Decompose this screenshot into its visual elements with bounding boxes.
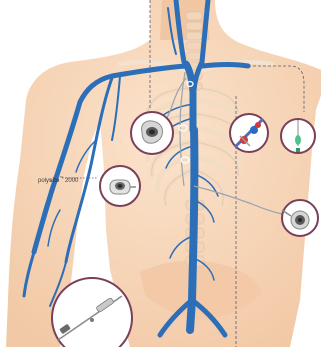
callout-model: 2000 <box>65 178 78 184</box>
detail-circle-clamp <box>230 114 268 152</box>
detail-circle-arm-port <box>100 166 140 206</box>
port-device-icon <box>142 121 163 143</box>
callout-trademark: ™ <box>59 175 63 180</box>
callout-brand-prefix: poly <box>38 178 49 184</box>
detail-circle-abdomen-port <box>282 200 318 236</box>
device-callout-label: polysite™ 2000 <box>38 175 78 184</box>
detail-circle-tip <box>281 119 315 153</box>
detail-circle-needle <box>52 278 132 347</box>
callout-brand-bold: site <box>49 178 59 184</box>
detail-circle-port <box>131 112 173 154</box>
